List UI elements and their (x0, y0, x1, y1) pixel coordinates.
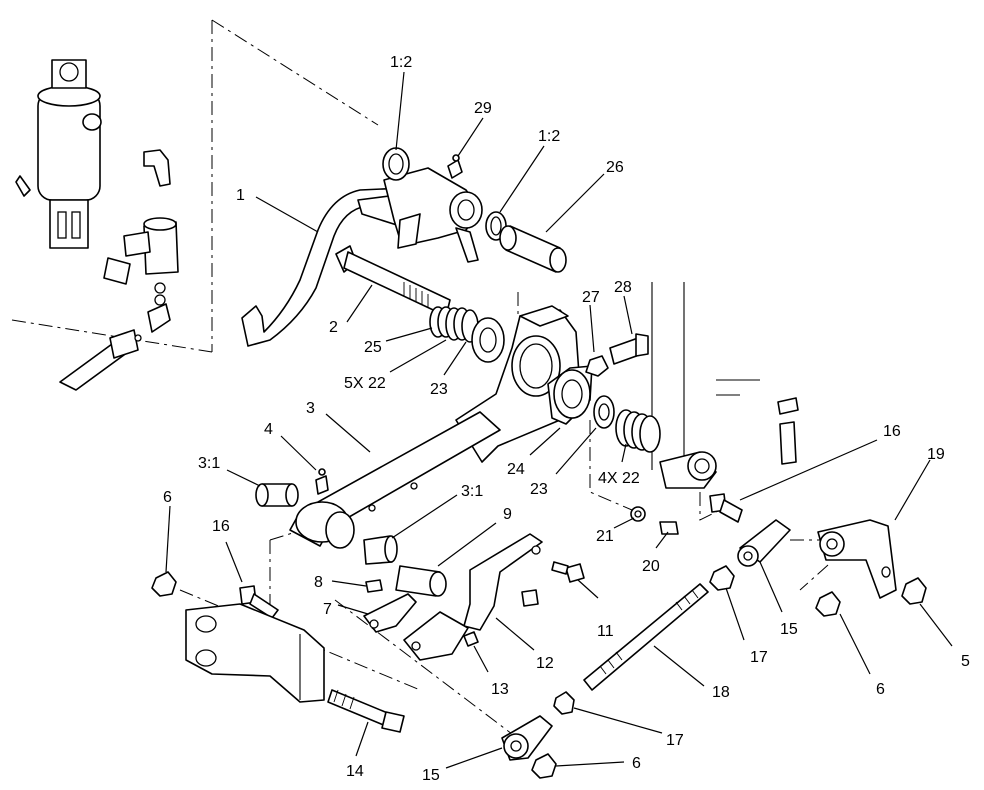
sleeve-9 (395, 565, 447, 597)
callout-27: 27 (582, 289, 600, 306)
washer-21 (630, 506, 646, 522)
callout-1-2-right: 1:2 (538, 128, 560, 145)
lever-7 (363, 593, 417, 633)
callout-11: 11 (597, 623, 614, 640)
callout-3-1-mid: 3:1 (461, 483, 483, 500)
callout-6-left: 6 (163, 489, 172, 506)
callout-6-right: 6 (876, 681, 885, 698)
callout-8: 8 (314, 574, 323, 591)
callout-19: 19 (927, 446, 945, 463)
flange-bearing-24 (547, 365, 593, 425)
lower-bracket (185, 603, 325, 703)
callout-29: 29 (474, 100, 492, 117)
callout-21: 21 (596, 528, 614, 545)
rod-end-15-bottom (501, 715, 553, 761)
callout-1-2-top: 1:2 (390, 54, 412, 71)
shaft-2 (335, 245, 451, 317)
callout-28: 28 (614, 279, 632, 296)
callout-16-right: 16 (883, 423, 901, 440)
callout-15-bottom: 15 (422, 767, 440, 784)
screw-20 (659, 521, 679, 535)
callout-17-right: 17 (750, 649, 768, 666)
bolt-11 (551, 561, 585, 583)
callout-15-right: 15 (780, 621, 798, 638)
frame-post (659, 451, 717, 489)
frame-lines (11, 19, 840, 735)
nut-17-bottom (553, 691, 575, 715)
callout-5: 5 (961, 653, 970, 670)
callout-6-bottom: 6 (632, 755, 641, 772)
bolt-center (521, 589, 539, 607)
nut-27 (585, 355, 609, 377)
callout-labels: 1 1:2 29 1:2 26 2 27 28 25 5X 22 23 3 4 … (163, 54, 970, 784)
hydraulic-cylinder (15, 59, 102, 249)
nut-6-bottom (531, 753, 557, 779)
nut-5 (901, 577, 927, 605)
nut-6-left (151, 571, 177, 597)
lever-plate (403, 611, 469, 661)
callout-5x22: 5X 22 (344, 375, 386, 392)
callout-4x22: 4X 22 (598, 470, 640, 487)
pivot-hub (383, 167, 483, 263)
bolt-16-right (709, 493, 743, 523)
nut-17-right (709, 565, 735, 591)
callout-18: 18 (712, 684, 730, 701)
callout-12: 12 (536, 655, 554, 672)
callout-14: 14 (346, 763, 364, 780)
bolt-upper-right (777, 397, 799, 465)
bolt-14 (327, 689, 405, 733)
callout-25: 25 (364, 339, 382, 356)
callout-13: 13 (491, 681, 509, 698)
bushing-3-1-mid (363, 535, 398, 565)
callout-3-1-left: 3:1 (198, 455, 220, 472)
callout-3: 3 (306, 400, 315, 417)
callout-24: 24 (507, 461, 525, 478)
callout-16-left: 16 (212, 518, 230, 535)
bolt-16-left (239, 585, 279, 619)
leader-lines (165, 71, 953, 769)
callout-1: 1 (236, 187, 245, 204)
hydraulic-fittings (59, 149, 179, 391)
callout-23-left: 23 (430, 381, 448, 398)
callout-9: 9 (503, 506, 512, 523)
sleeve-26 (499, 225, 567, 273)
threaded-rod-18 (583, 583, 709, 691)
rod-end-15-right (737, 519, 791, 567)
callout-17-bottom: 17 (666, 732, 684, 749)
nut-6-right (815, 591, 841, 617)
bushing-3-1-left (255, 483, 299, 507)
grease-fitting-4 (315, 468, 329, 495)
callout-4: 4 (264, 421, 273, 438)
spring-washer-stack-left (429, 306, 505, 363)
bolt-28 (609, 333, 649, 365)
lever-3 (289, 411, 501, 549)
callout-20: 20 (642, 558, 660, 575)
bushing-1-2-upper (382, 147, 410, 181)
spring-washer-stack-right (593, 395, 661, 453)
nut-13 (463, 631, 479, 647)
callout-26: 26 (606, 159, 624, 176)
clevis-19 (817, 519, 897, 599)
bolt-8 (365, 579, 383, 593)
callout-7: 7 (323, 601, 332, 618)
callout-23-right: 23 (530, 481, 548, 498)
callout-2: 2 (329, 319, 338, 336)
grease-fitting-29 (447, 154, 463, 179)
bracket-12 (463, 533, 543, 631)
